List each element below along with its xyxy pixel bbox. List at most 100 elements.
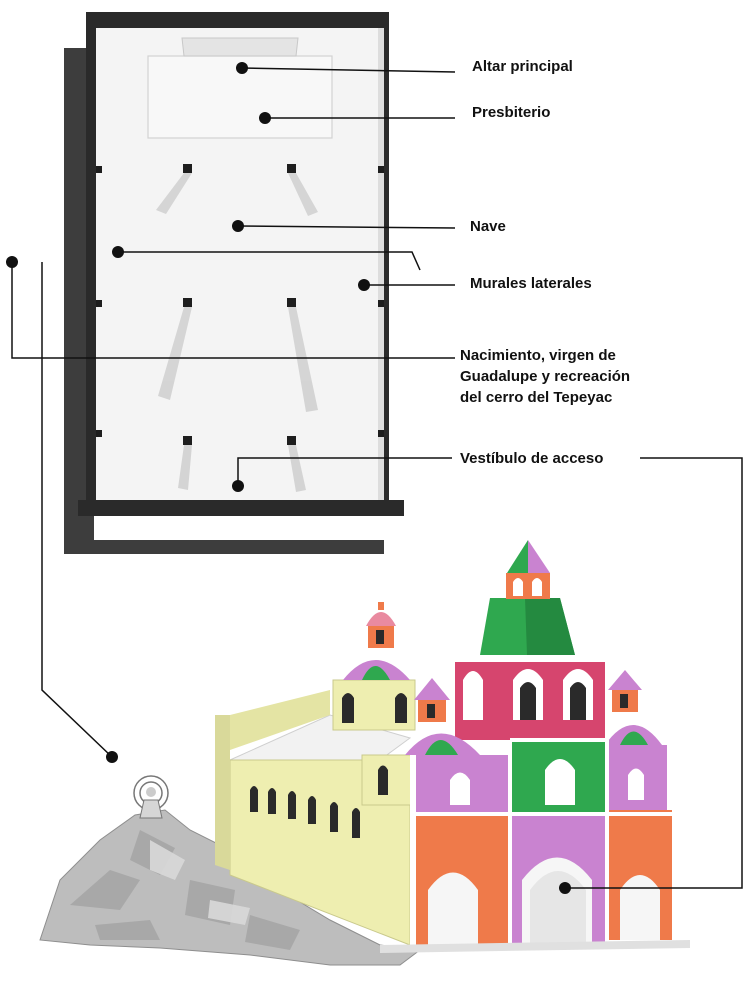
wall-pillar bbox=[378, 300, 384, 307]
left-mid-window bbox=[450, 772, 470, 805]
dot-nacimiento-model bbox=[106, 751, 118, 763]
church-model bbox=[39, 540, 690, 966]
virgin-body bbox=[139, 799, 163, 819]
belfry-pyramid-left bbox=[507, 540, 528, 573]
nave-left-face bbox=[215, 715, 230, 870]
tower-green-roof-light bbox=[525, 598, 575, 655]
virgin-face bbox=[146, 787, 156, 797]
right-door bbox=[620, 875, 660, 940]
dot-vestibulo-plan bbox=[232, 480, 244, 492]
pillar bbox=[287, 436, 296, 445]
dot-presbiterio bbox=[259, 112, 271, 124]
nave-window bbox=[330, 802, 338, 832]
left-lantern-window bbox=[427, 704, 435, 718]
dot-vestibulo-model bbox=[559, 882, 571, 894]
wall-pillar bbox=[96, 166, 102, 173]
nave-window bbox=[308, 796, 316, 824]
left-lantern-cap bbox=[414, 678, 450, 700]
pillar bbox=[183, 164, 192, 173]
back-drum-window bbox=[342, 693, 354, 723]
dot-nacimiento-plan bbox=[6, 256, 18, 268]
label-nacimiento-line2: Guadalupe y recreación bbox=[460, 368, 631, 385]
pillar bbox=[287, 298, 296, 307]
label-nave: Nave bbox=[470, 218, 506, 235]
pillar bbox=[183, 298, 192, 307]
nave-windows bbox=[250, 786, 360, 838]
plan-right-wall-dark bbox=[384, 12, 389, 507]
ground-base bbox=[380, 940, 690, 953]
leader-nave bbox=[237, 225, 456, 229]
pillar-shadows bbox=[156, 173, 318, 492]
wall-pillar bbox=[378, 166, 384, 173]
right-cupola-green bbox=[620, 731, 648, 745]
wall-pillar bbox=[96, 430, 102, 437]
hill-facets bbox=[70, 830, 300, 950]
dot-altar bbox=[236, 62, 248, 74]
pillar-shadow bbox=[178, 445, 192, 490]
facade-left-edge bbox=[410, 755, 416, 945]
leader-dots bbox=[6, 62, 571, 894]
back-drum-window bbox=[395, 693, 407, 723]
label-vestibulo-acceso: Vestíbulo de acceso bbox=[460, 450, 604, 467]
wall-pillar bbox=[96, 300, 102, 307]
leader-murales-left bbox=[118, 251, 421, 271]
tower-arch-inner bbox=[570, 682, 586, 720]
leader-vestibulo-plan bbox=[237, 457, 452, 486]
left-cupola-green bbox=[425, 740, 458, 755]
tower-arch bbox=[463, 671, 483, 720]
pillar-shadow bbox=[158, 307, 192, 400]
facade-divider bbox=[605, 740, 609, 945]
plan-left-wall bbox=[86, 12, 96, 512]
facade-trim bbox=[455, 658, 605, 662]
leader-altar bbox=[241, 67, 456, 73]
pillars bbox=[96, 164, 384, 445]
dot-murales-right bbox=[358, 279, 370, 291]
floor-plan bbox=[64, 12, 404, 554]
center-arch bbox=[545, 759, 575, 805]
belfry-lantern bbox=[506, 573, 550, 599]
nave-window bbox=[352, 808, 360, 838]
back-dome-green bbox=[362, 666, 390, 680]
hill-highlights bbox=[150, 840, 250, 925]
altar-shape bbox=[181, 37, 299, 57]
back-lantern-window bbox=[376, 630, 384, 644]
back-lantern-top bbox=[378, 602, 384, 610]
belfry-window bbox=[513, 578, 523, 596]
belfry-pyramid-right bbox=[528, 540, 550, 573]
leader-vestibulo-model bbox=[565, 457, 743, 889]
facade-trim bbox=[510, 738, 607, 742]
facade-trim bbox=[415, 812, 672, 816]
pillar-shadow bbox=[156, 173, 192, 214]
dot-murales-left bbox=[112, 246, 124, 258]
pillar-shadow bbox=[288, 173, 318, 216]
dot-nave bbox=[232, 220, 244, 232]
pillar-shadow bbox=[288, 445, 306, 492]
plan-bottom-wall bbox=[78, 500, 404, 516]
nave-window bbox=[288, 791, 296, 819]
nave-window bbox=[250, 786, 258, 812]
pillar bbox=[287, 164, 296, 173]
plan-right-edge bbox=[378, 28, 384, 500]
right-lantern-cap bbox=[608, 670, 642, 690]
back-lantern-cap bbox=[366, 612, 396, 626]
label-nacimiento-line1: Nacimiento, virgen de bbox=[460, 347, 616, 364]
left-door bbox=[428, 872, 478, 945]
right-mid-window bbox=[628, 768, 644, 800]
leader-lines bbox=[11, 67, 743, 889]
plan-top-wall bbox=[86, 12, 389, 28]
label-nacimiento-line3: del cerro del Tepeyac bbox=[460, 389, 613, 406]
label-presbiterio: Presbiterio bbox=[472, 104, 551, 121]
tower-arch-inner bbox=[520, 682, 536, 720]
pillar-shadow bbox=[288, 307, 318, 412]
belfry-window bbox=[532, 578, 542, 596]
leader-nacimiento-top bbox=[11, 262, 455, 359]
nave-window bbox=[268, 788, 276, 814]
mid-drum-window bbox=[378, 765, 388, 795]
leader-nacimiento-bottom bbox=[41, 262, 113, 758]
facade-divider bbox=[508, 740, 512, 945]
label-nacimiento: Nacimiento, virgen de Guadalupe y recrea… bbox=[460, 345, 630, 408]
label-murales-laterales: Murales laterales bbox=[470, 275, 592, 292]
nave-back-wall bbox=[230, 690, 330, 750]
right-lantern-window bbox=[620, 694, 628, 708]
